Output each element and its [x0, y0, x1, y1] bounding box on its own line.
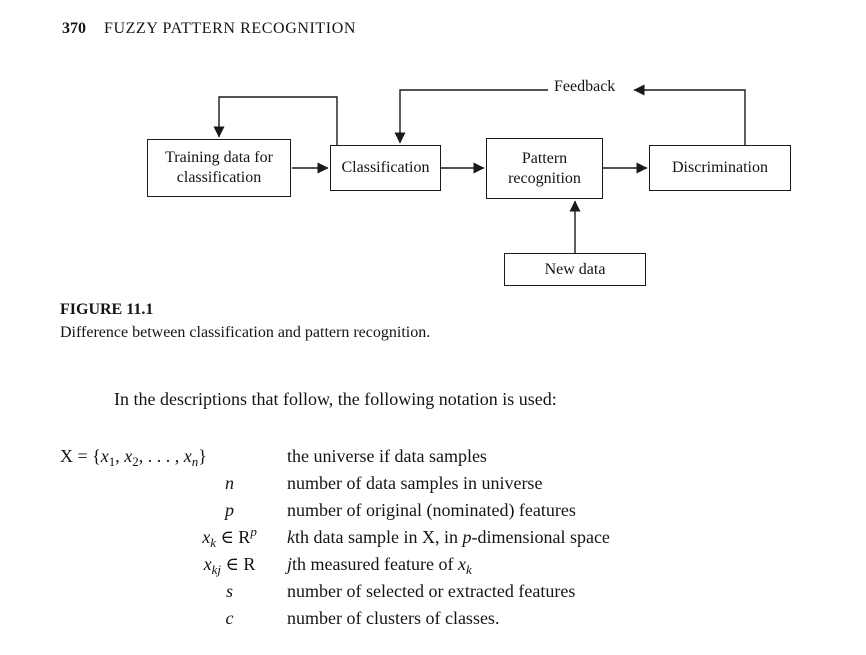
feedback-label: Feedback: [551, 78, 619, 96]
node-label: Training data for classification: [165, 149, 273, 186]
notation-desc: the universe if data samples: [287, 446, 487, 466]
running-head-title: FUZZY PATTERN RECOGNITION: [104, 20, 357, 37]
notation-row: xk ∈ Rp kth data sample in X, in p-dimen…: [60, 524, 610, 551]
page-header: 370 FUZZY PATTERN RECOGNITION: [62, 20, 356, 38]
page-number: 370: [62, 20, 86, 37]
arrow-feedback-to-classification: [394, 89, 548, 144]
line-discrimination-to-feedback: [633, 84, 746, 145]
notation-symbol: s: [225, 581, 233, 601]
notation-desc: number of original (nominated) features: [287, 500, 576, 520]
notation-block: X = {x1, x2, . . . , xn} the universe if…: [60, 443, 610, 632]
node-label: New data: [544, 260, 606, 278]
notation-symbol: xkj ∈ R: [203, 554, 256, 577]
notation-symbol: xk ∈ Rp: [202, 524, 257, 550]
figure-caption-label: FIGURE 11.1: [60, 301, 154, 318]
notation-symbol: p: [225, 500, 234, 520]
notation-desc: kth data sample in X, in p-dimensional s…: [287, 527, 610, 547]
figure-diagram: Feedback Training data for classificatio…: [0, 75, 866, 300]
node-label: Classification: [341, 159, 430, 177]
notation-symbol: n: [225, 473, 234, 493]
figure-caption-text: Difference between classification and pa…: [60, 324, 431, 341]
arrow-classification-feedback-to-training: [213, 96, 338, 145]
node-label: Pattern recognition: [508, 149, 581, 187]
notation-desc: jth measured feature of xk: [287, 554, 472, 577]
notation-row: s number of selected or extracted featur…: [60, 578, 610, 605]
notation-desc: number of selected or extracted features: [287, 581, 576, 601]
notation-row: c number of clusters of classes.: [60, 605, 610, 632]
node-classification: Classification: [330, 145, 441, 191]
node-discrimination: Discrimination: [649, 145, 791, 191]
notation-desc: number of clusters of classes.: [287, 608, 500, 628]
node-label: Discrimination: [672, 159, 768, 177]
diagram-arrows: [213, 84, 746, 253]
notation-row: p number of original (nominated) feature…: [60, 497, 610, 524]
notation-row: xkj ∈ R jth measured feature of xk: [60, 551, 610, 578]
intro-paragraph: In the descriptions that follow, the fol…: [114, 389, 557, 409]
node-new-data: New data: [504, 253, 646, 286]
notation-row: X = {x1, x2, . . . , xn} the universe if…: [60, 443, 610, 470]
notation-symbol: X = {x1, x2, . . . , xn}: [60, 446, 207, 469]
notation-row: n number of data samples in universe: [60, 470, 610, 497]
node-pattern-recognition: Pattern recognition: [486, 138, 603, 199]
node-training-data: Training data for classification: [147, 139, 291, 197]
notation-symbol: c: [225, 608, 234, 628]
notation-desc: number of data samples in universe: [287, 473, 543, 493]
figure-caption: FIGURE 11.1 Difference between classific…: [60, 301, 430, 342]
